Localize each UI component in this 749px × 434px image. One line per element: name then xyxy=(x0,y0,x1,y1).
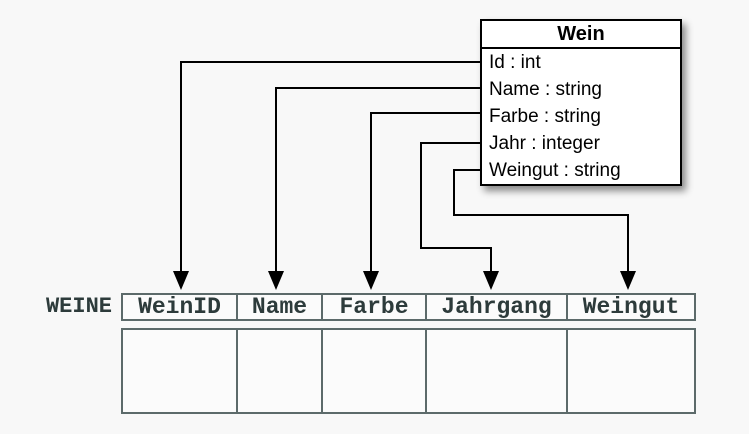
arrowhead-down-icon xyxy=(268,271,284,290)
empty-cell-name xyxy=(238,328,323,414)
column-header-farbe: Farbe xyxy=(323,293,427,321)
connector-name-to-name xyxy=(275,87,480,272)
empty-cell-farbe xyxy=(323,328,427,414)
class-attribute-id: Id : int xyxy=(489,52,541,73)
arrowhead-down-icon xyxy=(173,271,189,290)
connector-farbe-to-farbe xyxy=(370,112,480,272)
column-header-jahrgang: Jahrgang xyxy=(427,293,568,321)
connector-id-to-weinid xyxy=(180,61,480,272)
arrowhead-down-icon xyxy=(363,271,379,290)
column-header-weingut: Weingut xyxy=(568,293,696,321)
class-title: Wein xyxy=(482,21,680,49)
arrowhead-down-icon xyxy=(620,271,636,290)
empty-cell-weingut xyxy=(568,328,696,414)
class-attribute-name: Name : string xyxy=(489,79,602,100)
column-header-name: Name xyxy=(238,293,323,321)
class-attribute-farbe: Farbe : string xyxy=(489,106,601,127)
table-header-row: WeinID Name Farbe Jahrgang Weingut xyxy=(121,293,696,321)
uml-class-box-wein: Wein Id : int Name : string Farbe : stri… xyxy=(480,19,682,186)
connector-weingut-to-weingut xyxy=(453,169,629,272)
column-header-weinid: WeinID xyxy=(121,293,238,321)
class-attribute-jahr: Jahr : integer xyxy=(489,133,600,154)
table-empty-row xyxy=(121,328,696,414)
connector-jahr-to-jahrgang xyxy=(420,142,492,272)
empty-cell-jahrgang xyxy=(427,328,568,414)
class-attribute-weingut: Weingut : string xyxy=(489,160,621,181)
empty-cell-weinid xyxy=(121,328,238,414)
arrowhead-down-icon xyxy=(483,271,499,290)
table-name-label: WEINE xyxy=(45,294,112,319)
